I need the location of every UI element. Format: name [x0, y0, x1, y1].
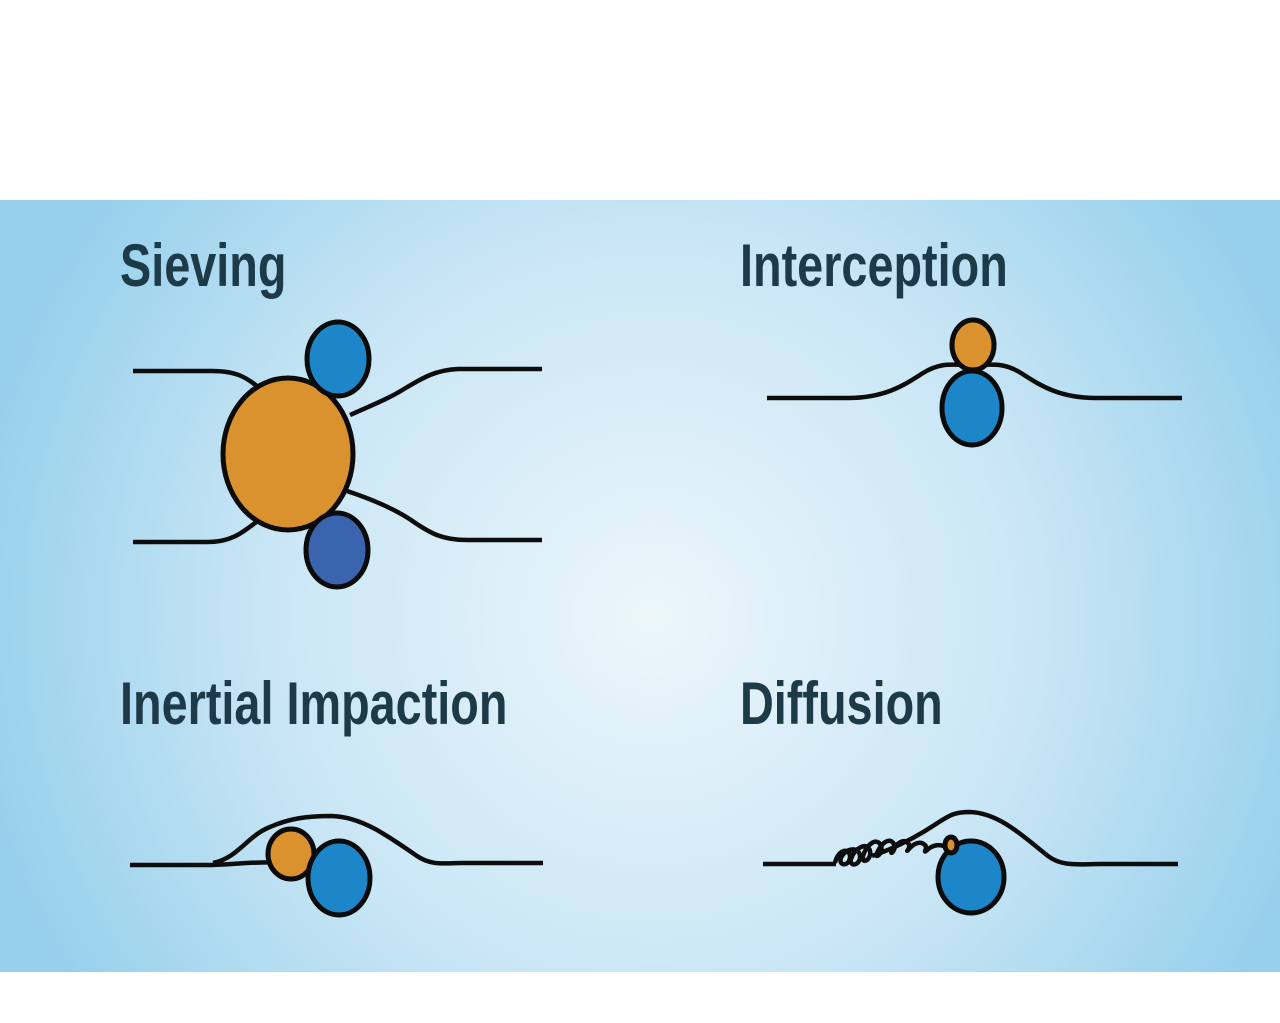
interception-fiber — [939, 368, 1005, 448]
inertial-impaction-streamline — [212, 813, 543, 866]
panel-title-inertial-impaction: Inertial Impaction — [120, 670, 508, 737]
sieving-streamline-top-right — [349, 366, 542, 418]
interception-diagram — [767, 317, 1182, 448]
sieving-fiber-bottom — [303, 510, 371, 590]
panel-title-interception: Interception — [740, 232, 1008, 299]
diffusion-streamline — [871, 809, 1178, 867]
diffusion-brownian-path — [832, 838, 949, 867]
inertial-impaction-fiber — [305, 838, 373, 918]
diffusion-particle — [942, 834, 960, 856]
sieving-large-particle — [220, 375, 356, 533]
diffusion-fiber — [935, 838, 1007, 916]
sieving-streamline-bottom-left — [133, 518, 261, 545]
panel-title-sieving: Sieving — [120, 232, 287, 299]
interception-particle — [949, 317, 997, 373]
sieving-diagram — [133, 319, 542, 590]
sieving-fiber-top — [304, 319, 372, 399]
sieving-streamline-bottom-right — [346, 488, 542, 543]
sieving-streamline-top-left — [133, 368, 264, 392]
inertial-impaction-diagram — [130, 813, 543, 918]
diffusion-diagram — [763, 809, 1178, 916]
panel-title-diffusion: Diffusion — [740, 670, 943, 737]
diagram-background — [0, 200, 1280, 972]
